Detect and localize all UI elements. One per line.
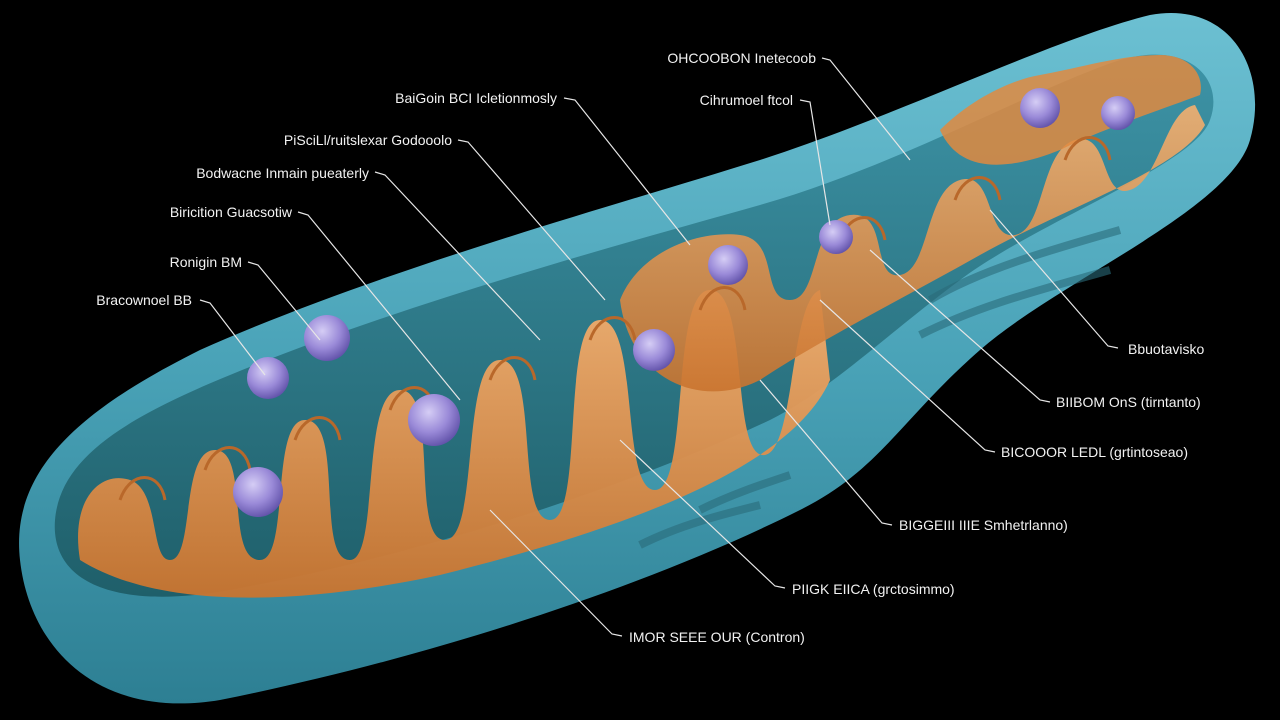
label-ronigin: Ronigin BM: [170, 254, 242, 270]
leader-line: [869, 249, 1051, 403]
leader-line: [989, 209, 1119, 349]
particle: [819, 220, 853, 254]
leader-lines-left: [199, 57, 911, 401]
label-ohcoobon: OHCOOBON Inetecoob: [667, 50, 816, 66]
leader-line: [457, 139, 606, 301]
leader-line: [619, 439, 786, 589]
label-cihrumoel: Cihrumoel ftcol: [700, 92, 793, 108]
leader-line: [821, 57, 911, 161]
leader-line: [199, 299, 266, 376]
label-baigoin: BaiGoin BCI Icletionmosly: [395, 90, 557, 106]
label-piigk: PIIGK EIICA (grctosimmo): [792, 581, 955, 597]
crista: [940, 55, 1201, 165]
leader-line: [759, 379, 893, 526]
label-biricition: Biricition Guacsotiw: [170, 204, 293, 220]
particle: [633, 329, 675, 371]
label-bracownoel: Bracownoel BB: [96, 292, 192, 308]
particle: [1101, 96, 1135, 130]
labels-left: OHCOOBON Inetecoob BaiGoin BCI Icletionm…: [96, 50, 816, 308]
leader-line: [297, 211, 461, 401]
labels-right: Bbuotavisko BIIBOM OnS (tirntanto) BICOO…: [629, 341, 1204, 645]
leader-line: [563, 97, 691, 246]
leader-lines-right: [489, 209, 1119, 637]
label-biibom: BIIBOM OnS (tirntanto): [1056, 394, 1201, 410]
membrane-slits: [638, 226, 1122, 549]
leader-line: [819, 299, 996, 453]
leader-line: [374, 171, 541, 341]
label-bbuotavisko: Bbuotavisko: [1128, 341, 1204, 357]
particle: [708, 245, 748, 285]
particle: [1020, 88, 1060, 128]
crista-outline: [118, 136, 1112, 501]
crista: [78, 290, 831, 598]
crista: [620, 105, 1205, 392]
label-bicooor: BICOOOR LEDL (grtintoseao): [1001, 444, 1188, 460]
leader-line: [489, 509, 623, 637]
particle: [233, 467, 283, 517]
leader-line: [247, 261, 321, 341]
label-imor: IMOR SEEE OUR (Contron): [629, 629, 805, 645]
label-piscill: PiSciLl/ruitslexar Godooolo: [284, 132, 452, 148]
label-biggeiii: BIGGEIII IIIE Smhetrlanno): [899, 517, 1068, 533]
cristae-group: [78, 55, 1205, 598]
particle: [247, 357, 289, 399]
particle: [408, 394, 460, 446]
label-bodwacne: Bodwacne Inmain pueaterly: [196, 165, 369, 181]
particle: [304, 315, 350, 361]
particles: [233, 88, 1135, 517]
leader-line: [799, 99, 831, 226]
